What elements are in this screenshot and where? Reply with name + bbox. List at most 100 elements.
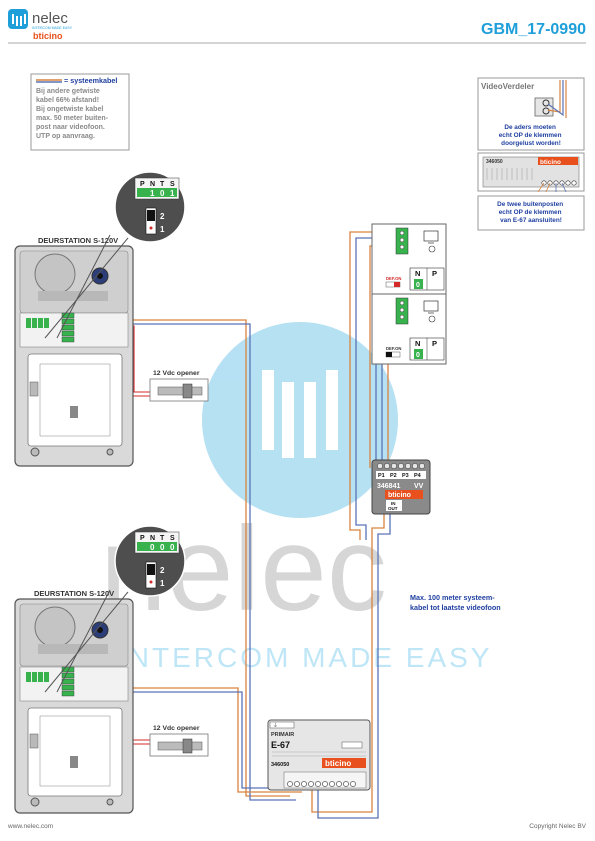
legend-line: Bij andere getwiste — [36, 88, 100, 95]
svg-text:De aders moeten echt OP: De aders moeten echt OP de klemmen doorg… — [499, 124, 564, 147]
legend-title: = systeemkabel — [64, 76, 117, 85]
header: nelec INTERCOM MADE EASY bticino GBM_17-… — [8, 9, 586, 44]
door-station-bottom: DEURSTATION S-120V P N T S 0 — [14, 525, 186, 814]
port-label: P2 — [390, 473, 397, 479]
cable-length-note: kabel tot laatste videofoon — [410, 603, 501, 612]
psu-code: 346050 — [271, 762, 289, 768]
door-opener-top: 12 Vdc opener — [149, 370, 209, 402]
video-distributor-title: VideoVerdeler — [481, 82, 534, 91]
np-label: N — [415, 339, 420, 348]
brand-name: nelec — [32, 10, 68, 27]
distributor-note: echt OP de klemmen — [499, 209, 562, 216]
p-value: 0 — [416, 352, 420, 359]
dip-value: 1 — [150, 189, 155, 198]
opener-label: 12 Vdc opener — [153, 725, 200, 732]
distributor-note: doorgelust worden! — [501, 140, 561, 147]
svg-text:P N T S: P N T S — [140, 181, 175, 188]
port-label: P3 — [402, 473, 409, 479]
legend-line: UTP op aanvraag. — [36, 133, 95, 140]
video-distributor-box: VideoVerdeler De aders moeten echt OP de… — [477, 77, 585, 231]
footer-website: www.nelec.com — [7, 823, 53, 830]
sub-brand: bticino — [33, 31, 63, 41]
watermark-tagline: INTERCOM MADE EASY — [118, 642, 492, 673]
monitor-top: DEF.ON N P 0 — [371, 223, 447, 295]
dip-label-s: S — [170, 535, 175, 542]
svg-text:2 1: 2 1 — [160, 566, 167, 588]
p-value: 0 — [416, 282, 420, 289]
legend-note: = systeemkabel Bij andere getwiste kabel… — [30, 73, 130, 151]
distributor-suffix: VV — [414, 483, 424, 490]
door-station-label: DEURSTATION S-120V — [34, 589, 114, 598]
svg-text:Max. 100 meter systeem- ka: Max. 100 meter systeem- kabel tot laatst… — [410, 593, 501, 612]
watermark: nelec INTERCOM MADE EASY — [100, 322, 492, 673]
def-on-label: DEF.ON — [386, 346, 401, 351]
footer-copyright: Copyright Nelec BV — [529, 823, 586, 830]
monitor-bottom: DEF.ON N P 0 — [371, 293, 447, 365]
dip-label-p: P — [140, 535, 145, 542]
svg-text:De twee buitenposten ech: De twee buitenposten echt OP de klemmen … — [497, 201, 565, 224]
dip-label-n: N — [150, 535, 155, 542]
np-label: P — [432, 339, 437, 348]
svg-text:0 0 0: 0 0 0 — [150, 543, 175, 552]
door-opener-bottom: 12 Vdc opener — [149, 725, 209, 757]
svg-text:N P: N P — [415, 339, 437, 348]
svg-text:P N T S: P N T S — [140, 535, 175, 542]
watermark-logo-bars — [262, 370, 338, 458]
svg-text:IN OUT: IN OUT — [388, 501, 398, 511]
distributor-code: 346841 — [377, 483, 400, 490]
distributor-note: echt OP de klemmen — [499, 132, 562, 139]
psu-primary-label: PRIMAIR — [271, 732, 294, 738]
door-station-top: DEURSTATION S-120V P N T S — [14, 171, 186, 467]
dip-label-s: S — [170, 181, 175, 188]
svg-text:N P: N P — [415, 269, 437, 278]
watermark-logo-circle — [202, 322, 398, 518]
key-icon — [428, 315, 436, 323]
module-code: 346050 — [486, 159, 503, 165]
dip-label-t: T — [160, 535, 165, 542]
dip-value: 0 — [170, 543, 175, 552]
dip-label-t: T — [160, 181, 165, 188]
power-supply-e67: ⏚ PRIMAIR E-67 346050 bticino — [267, 719, 371, 791]
opener-label: 12 Vdc opener — [153, 370, 200, 377]
monitor-screen-icon — [423, 230, 439, 242]
svg-text:1 0 1: 1 0 1 — [150, 189, 175, 198]
distributor-brand: bticino — [388, 492, 411, 499]
jumper-label: 2 — [160, 212, 165, 221]
distributor-note: van E-67 aansluiten! — [500, 217, 562, 224]
in-label: IN — [391, 501, 396, 506]
jumper-label: 2 — [160, 566, 165, 575]
out-label: OUT — [388, 506, 398, 511]
def-on-label: DEF.ON — [386, 276, 401, 281]
dip-value: 0 — [160, 543, 165, 552]
monitor-screen-icon — [423, 300, 439, 312]
drawing-code: GBM_17-0990 — [481, 21, 586, 38]
svg-text:⏚: ⏚ — [273, 722, 278, 729]
svg-text:2 1: 2 1 — [160, 212, 167, 234]
port-label: P4 — [414, 473, 422, 479]
jumper-label: 1 — [160, 579, 165, 588]
module-brand: bticino — [540, 159, 561, 166]
psu-brand: bticino — [325, 759, 351, 768]
dip-value: 0 — [160, 189, 165, 198]
dip-label-p: P — [140, 181, 145, 188]
dip-value: 1 — [170, 189, 175, 198]
dip-label-n: N — [150, 181, 155, 188]
legend-line: Bij ongetwiste kabel — [36, 106, 103, 113]
brand-tagline: INTERCOM MADE EASY — [32, 26, 73, 30]
np-label: N — [415, 269, 420, 278]
jumper-label: 1 — [160, 225, 165, 234]
key-icon — [428, 245, 436, 253]
svg-text:Bij andere getwiste kabe: Bij andere getwiste kabel 66% afstand! B… — [36, 88, 110, 140]
distributor-note: De twee buitenposten — [497, 201, 563, 208]
video-distributor-346841: P1 P2 P3 P4 346841 VV bticino IN OUT — [371, 459, 431, 515]
distributor-note: De aders moeten — [504, 124, 556, 131]
psu-model: E-67 — [271, 740, 290, 750]
cable-length-note: Max. 100 meter systeem- — [410, 593, 495, 602]
legend-line: post naar videofoon. — [36, 124, 105, 131]
port-label: P1 — [378, 473, 385, 479]
np-label: P — [432, 269, 437, 278]
dip-value: 0 — [150, 543, 155, 552]
door-station-label: DEURSTATION S-120V — [38, 236, 118, 245]
svg-text:P1 P2 P3 P4: P1 P2 P3 P4 — [378, 473, 422, 479]
